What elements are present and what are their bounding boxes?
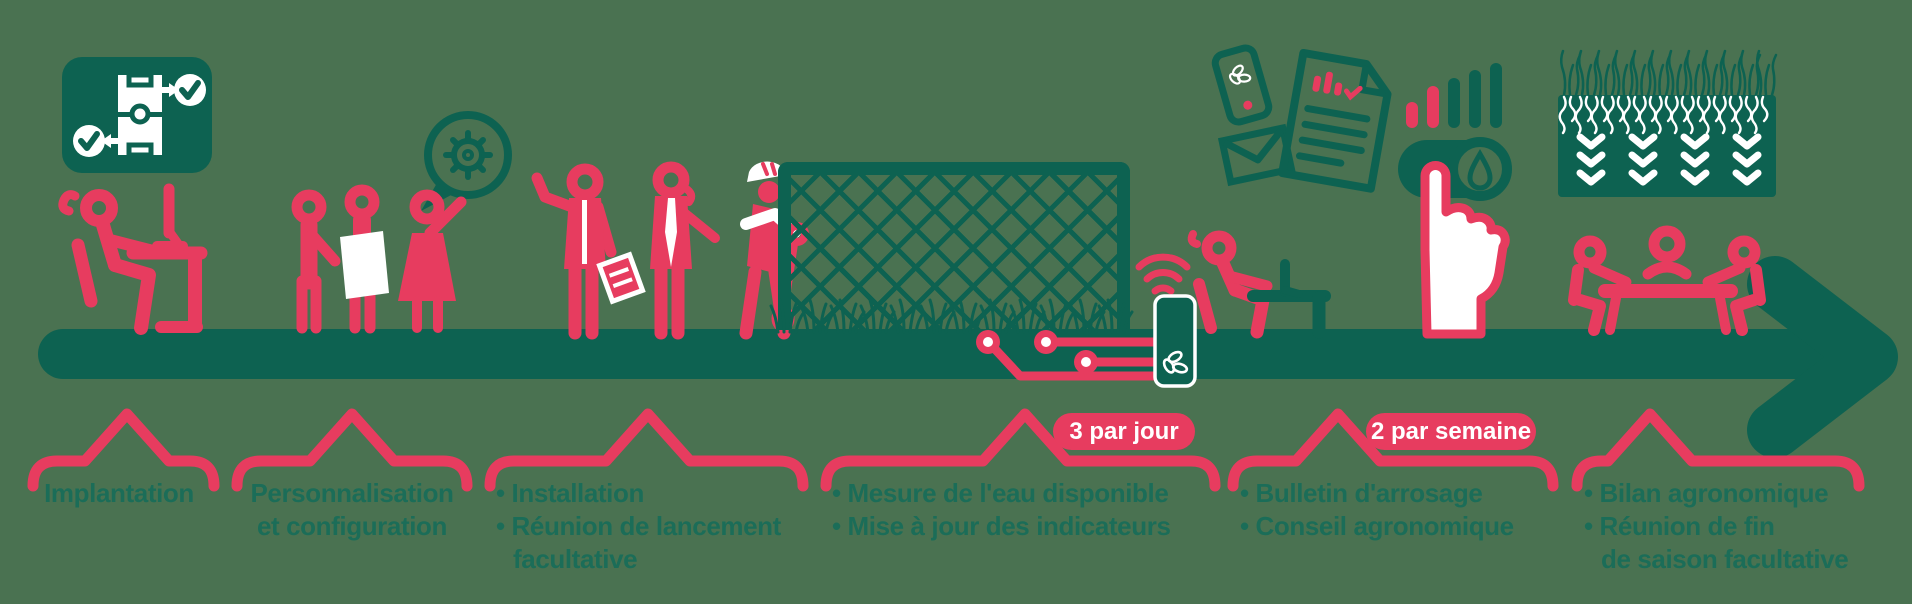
frequency-badge-daily: 3 par jour [1053,413,1195,450]
timeline-arrowhead [1747,256,1898,458]
signal-bars-icon [1406,63,1502,128]
pointing-hand-icon [1420,161,1510,339]
leaf-logo-icon [1162,350,1189,374]
circuit-traces-icon [976,330,1165,381]
gear-speech-bubble-icon [421,111,512,211]
brace-installation [484,408,809,492]
irrigation-toggle-group [1398,63,1512,339]
site-plan-validation-icon [62,57,212,173]
step-label-bilan: • Bilan agronomique • Réunion de fin de … [1584,478,1849,574]
notifications-icons [1211,44,1392,193]
step-label-implantation: Implantation [44,478,194,508]
phone-icon [1211,44,1273,126]
installation-workers-icon [531,161,809,340]
step-braces [27,408,1865,492]
step-label-mesure: • Mesure de l'eau disponible • Mise à jo… [832,478,1171,541]
step-label-installation: • Installation • Réunion de lancement fa… [496,478,781,574]
sensor-device-icon [1153,294,1197,388]
frequency-badge-weekly: 2 par semaine [1366,413,1536,450]
onboarding-person-desk-icon [58,183,208,335]
brace-personnalisation [231,408,473,492]
season-review-meeting-icon [1568,225,1766,336]
report-document-icon [1278,48,1392,193]
water-toggle-icon [1398,137,1512,201]
brace-mesure [820,408,1221,492]
timeline-bar [38,329,1863,379]
field-net-illustration [778,162,1130,330]
soil-roots-block-icon [1558,49,1778,197]
brace-bulletin [1227,408,1559,492]
sensor-connection-group [976,253,1197,388]
step-label-personnalisation: Personnalisation et configuration [250,478,454,541]
configuration-team-icon [291,111,512,334]
advisor-person-desk-icon [1187,230,1331,339]
water-drop-icon [1467,149,1493,191]
brace-implantation [27,408,220,492]
wifi-icon [1135,253,1191,295]
step-label-bulletin: • Bulletin d'arrosage • Conseil agronomi… [1240,478,1514,541]
infiltration-arrows-icon [1576,133,1762,186]
brace-bilan [1571,408,1865,492]
